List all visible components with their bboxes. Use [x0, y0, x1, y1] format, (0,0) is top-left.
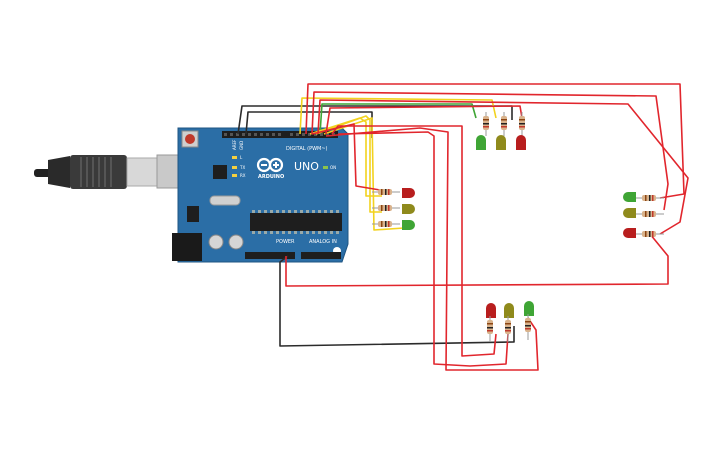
power-header-label: POWER [276, 239, 295, 245]
usb-chip [213, 165, 227, 179]
analog-header-label: ANALOG IN [309, 239, 337, 245]
power-jack [172, 233, 202, 261]
led-l-label: L [240, 155, 243, 160]
led-yellow [496, 135, 506, 150]
led-rx-indicator [232, 174, 237, 177]
led-green [524, 301, 534, 316]
power-header [245, 252, 295, 259]
led-yellow [402, 204, 415, 214]
aref-label: AREF [232, 139, 237, 150]
resistor [505, 316, 511, 342]
crystal [209, 195, 241, 206]
usb-strain-relief [48, 156, 70, 188]
led-tx-label: TX [239, 165, 245, 170]
resistor [487, 316, 493, 342]
led-red [402, 188, 415, 198]
wire-red [331, 125, 497, 357]
traffic-light-far-right [623, 192, 664, 238]
led-green [476, 135, 486, 150]
board-brand-label: ARDUINO [258, 174, 284, 180]
led-yellow [504, 303, 514, 318]
reset-button-cap[interactable] [185, 134, 195, 144]
wire-red [305, 83, 685, 199]
led-green [402, 220, 415, 230]
led-yellow [623, 208, 636, 218]
resistor [525, 314, 531, 340]
capacitor [208, 234, 224, 250]
wire-red [285, 233, 669, 287]
resistor [483, 112, 489, 136]
usb-plug-metal [126, 157, 160, 187]
wire-red [311, 91, 669, 211]
wire-red [325, 127, 539, 371]
wire-red [317, 99, 689, 235]
gnd-label: GND [239, 141, 244, 150]
usb-cable-tip [34, 169, 52, 177]
atmega-chip [250, 213, 342, 231]
wire-red [337, 131, 509, 367]
wire-red [325, 105, 523, 135]
led-on-indicator [323, 166, 328, 169]
traffic-light-top [476, 112, 526, 150]
led-l-indicator [232, 156, 237, 159]
wire-black [279, 255, 515, 347]
traffic-light-right-of-board [372, 188, 415, 230]
wire-green [319, 103, 477, 135]
resistor [519, 112, 525, 136]
resistor [636, 231, 664, 237]
traffic-light-bottom [486, 301, 534, 342]
usb-cable [34, 154, 200, 189]
wires [237, 83, 689, 371]
led-red [516, 135, 526, 150]
board-model-label: UNO [294, 160, 319, 173]
wire-red [311, 123, 381, 191]
wire-black [237, 105, 513, 135]
led-red [623, 228, 636, 238]
resistor [372, 205, 400, 211]
led-tx-indicator [232, 166, 237, 169]
led-red [486, 303, 496, 318]
arduino-board: AREF GND DIGITAL (PWM~) UNO ARDUINO L TX… [172, 127, 349, 263]
resistor [372, 221, 400, 227]
voltage-regulator [187, 206, 199, 222]
arduino-logo [256, 157, 284, 173]
resistor [501, 112, 507, 136]
led-green [623, 192, 636, 202]
resistor [636, 211, 664, 217]
digital-header-label: DIGITAL (PWM~) [286, 146, 328, 152]
resistor [372, 189, 400, 195]
led-on-label: ON [330, 165, 336, 170]
wire-yellow [299, 97, 497, 135]
led-rx-label: RX [240, 173, 246, 178]
capacitor [228, 234, 244, 250]
analog-header [301, 252, 341, 259]
resistor [636, 195, 664, 201]
